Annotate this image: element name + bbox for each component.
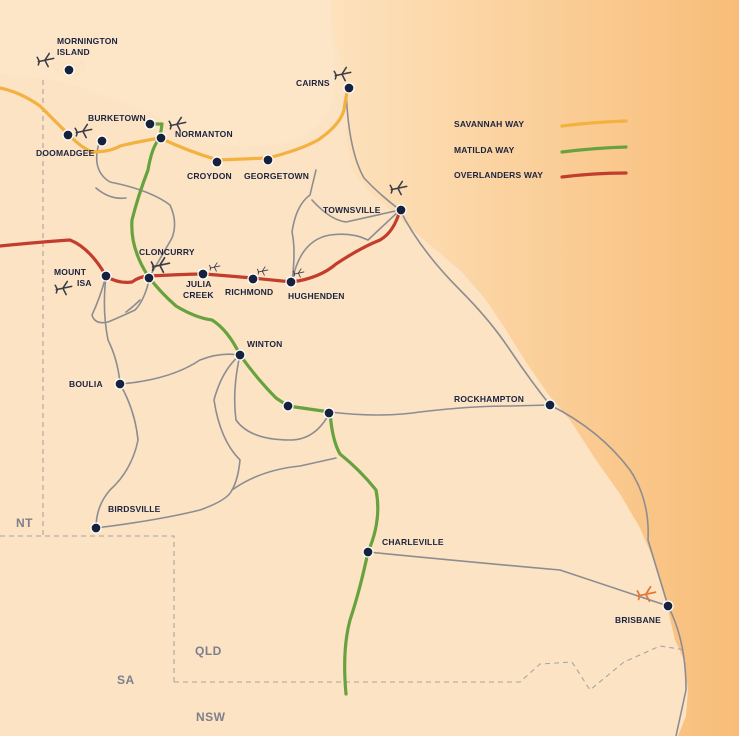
label-croydon: CROYDON — [187, 171, 232, 181]
overlanders-way-route — [0, 208, 402, 284]
label-julia-creek: JULIA — [186, 279, 212, 289]
label-mount-isa: MOUNT — [54, 267, 87, 277]
label-georgetown: GEORGETOWN — [244, 171, 309, 181]
town-dot-georgetown — [262, 154, 274, 166]
state-labels: NT QLD SA NSW — [16, 516, 226, 724]
label-birdsville: BIRDSVILLE — [108, 504, 161, 514]
town-dot-brisbane — [662, 600, 674, 612]
state-label-nsw: NSW — [196, 710, 226, 724]
qld-sa-border — [0, 535, 175, 682]
town-dot-charleville — [362, 546, 374, 558]
state-label-sa: SA — [117, 673, 135, 687]
town-dot-doomadgee-west — [62, 129, 74, 141]
town-dot-mount-isa — [100, 270, 112, 282]
savannah-way-route — [0, 86, 350, 162]
town-labels: MORNINGTON ISLAND CAIRNS BURKETOWN NORMA… — [36, 36, 661, 625]
label-townsville: TOWNSVILLE — [323, 205, 381, 215]
town-dot-cairns — [343, 82, 355, 94]
label-cairns: CAIRNS — [296, 78, 330, 88]
town-dot-winton — [234, 349, 246, 361]
town-dot-birdsville — [90, 522, 102, 534]
town-dot-townsville — [395, 204, 407, 216]
legend-label-savannah-way: SAVANNAH WAY — [454, 119, 524, 129]
town-dot-normanton — [155, 132, 167, 144]
legend-label-overlanders-way: OVERLANDERS WAY — [454, 170, 543, 180]
town-dot-doomadgee — [96, 135, 108, 147]
road-network — [91, 87, 687, 736]
town-dot-cloncurry — [143, 272, 155, 284]
legend-label-matilda-way: MATILDA WAY — [454, 145, 515, 155]
label-cloncurry: CLONCURRY — [139, 247, 195, 257]
qld-nsw-border — [174, 645, 687, 691]
label-boulia: BOULIA — [69, 379, 103, 389]
label-mornington-island: MORNINGTON — [57, 36, 118, 46]
label-brisbane: BRISBANE — [615, 615, 661, 625]
label-winton: WINTON — [247, 339, 283, 349]
coral-sea — [330, 0, 739, 736]
label-julia-creek-2: CREEK — [183, 290, 214, 300]
town-dot-boulia — [114, 378, 126, 390]
route-legend: SAVANNAH WAY MATILDA WAY OVERLANDERS WAY — [454, 119, 628, 180]
state-label-qld: QLD — [195, 644, 222, 658]
town-dot-hughenden — [285, 276, 297, 288]
town-dot-rockhampton — [544, 399, 556, 411]
town-dot-barcaldine — [323, 407, 335, 419]
label-rockhampton: ROCKHAMPTON — [454, 394, 524, 404]
town-dot-croydon — [211, 156, 223, 168]
gulf-of-carpentaria — [0, 0, 336, 147]
town-dot-richmond — [247, 273, 259, 285]
label-richmond: RICHMOND — [225, 287, 273, 297]
label-doomadgee: DOOMADGEE — [36, 148, 95, 158]
legend-swatch-savannah-way — [560, 119, 628, 128]
town-dot-mornington-island — [63, 64, 75, 76]
label-hughenden: HUGHENDEN — [288, 291, 345, 301]
town-dot-julia-creek — [197, 268, 209, 280]
label-mornington-island-2: ISLAND — [57, 47, 90, 57]
legend-swatch-matilda-way — [560, 145, 628, 154]
town-dot-burketown — [144, 118, 156, 130]
label-burketown: BURKETOWN — [88, 113, 146, 123]
label-mount-isa-2: ISA — [77, 278, 92, 288]
label-normanton: NORMANTON — [175, 129, 233, 139]
town-markers — [62, 64, 674, 612]
state-label-nt: NT — [16, 516, 33, 530]
label-charleville: CHARLEVILLE — [382, 537, 444, 547]
legend-swatch-overlanders-way — [560, 171, 628, 179]
town-dot-longreach — [282, 400, 294, 412]
